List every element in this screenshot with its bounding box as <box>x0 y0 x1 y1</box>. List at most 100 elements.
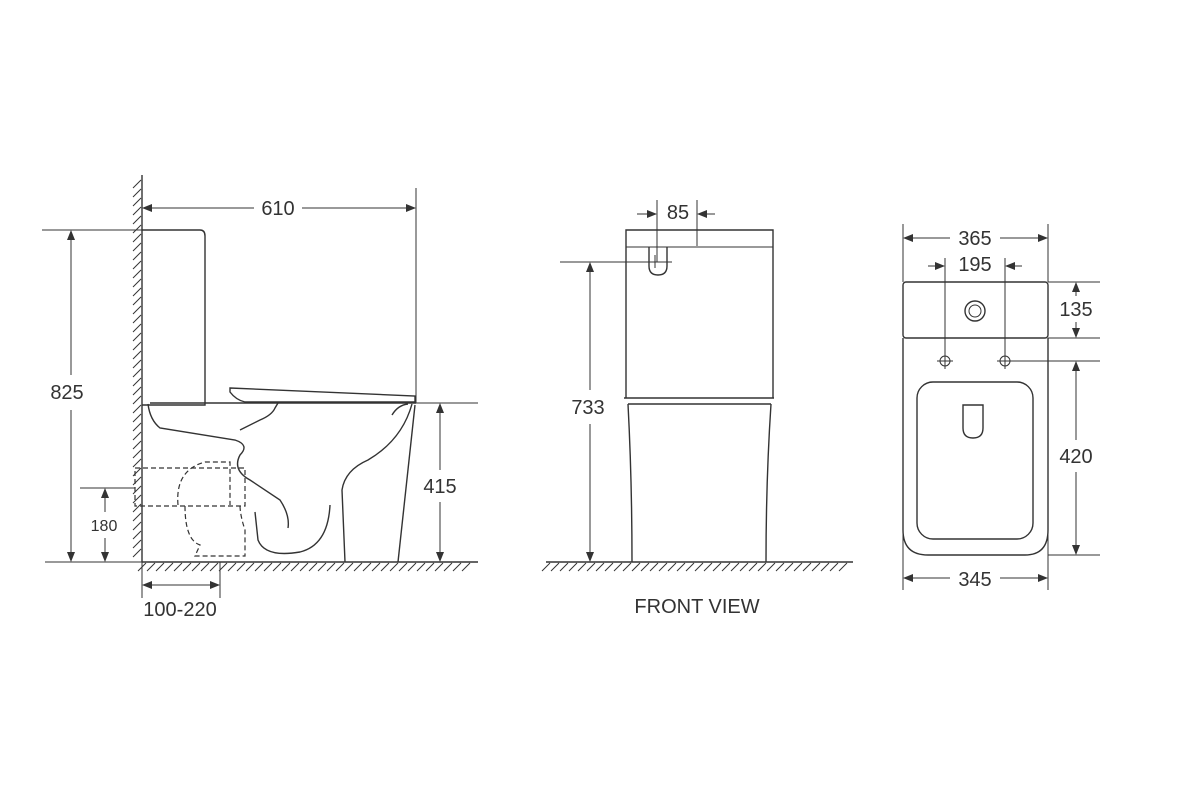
cistern-outline <box>142 229 206 406</box>
hatch-stroke <box>236 562 246 572</box>
dim-label-420: 420 <box>1059 446 1092 468</box>
hatch-stroke <box>132 422 142 432</box>
hatch-stroke <box>132 494 142 504</box>
front-floor-hatch <box>541 562 848 572</box>
hatch-stroke <box>371 562 381 572</box>
hatch-stroke <box>132 296 142 306</box>
dim-label-roughin: 100-220 <box>143 599 216 621</box>
hatch-stroke <box>739 562 749 572</box>
hatch-stroke <box>838 562 848 572</box>
hatch-stroke <box>132 503 142 513</box>
hatch-stroke <box>132 332 142 342</box>
hatch-stroke <box>676 562 686 572</box>
hatch-stroke <box>703 562 713 572</box>
hatch-stroke <box>155 562 165 572</box>
hatch-stroke <box>132 251 142 261</box>
hatch-stroke <box>132 404 142 414</box>
hatch-stroke <box>577 562 587 572</box>
dim-label-135: 135 <box>1059 299 1092 321</box>
front-cistern-outline <box>625 229 774 398</box>
hatch-stroke <box>132 467 142 477</box>
hatch-stroke <box>353 562 363 572</box>
hatch-stroke <box>443 562 453 572</box>
seat-lid <box>229 387 416 403</box>
hatch-stroke <box>658 562 668 572</box>
top-view: 365 195 135 420 345 <box>902 224 1100 591</box>
hatch-stroke <box>132 440 142 450</box>
hatch-stroke <box>550 562 560 572</box>
hatch-stroke <box>132 395 142 405</box>
bowl-trap <box>254 504 331 555</box>
hatch-stroke <box>132 179 142 189</box>
dim-label-345: 345 <box>958 569 991 591</box>
hatch-stroke <box>132 278 142 288</box>
s-trap-dashed <box>177 461 231 506</box>
hatch-stroke <box>820 562 830 572</box>
dim-label-733: 733 <box>571 397 604 419</box>
dim-label-415: 415 <box>423 476 456 498</box>
hatch-stroke <box>775 562 785 572</box>
dim-label-365: 365 <box>958 228 991 250</box>
hatch-stroke <box>132 215 142 225</box>
hatch-stroke <box>132 530 142 540</box>
hatch-stroke <box>272 562 282 572</box>
front-view-caption: FRONT VIEW <box>634 596 759 618</box>
drain-hole-icon <box>962 404 984 439</box>
hatch-stroke <box>132 413 142 423</box>
hatch-stroke <box>132 341 142 351</box>
hatch-stroke <box>132 350 142 360</box>
hatch-stroke <box>416 562 426 572</box>
dim-label-180: 180 <box>91 518 118 535</box>
hatch-stroke <box>132 323 142 333</box>
top-bowl-inner <box>916 381 1034 540</box>
hatch-stroke <box>631 562 641 572</box>
hatch-stroke <box>757 562 767 572</box>
hatch-stroke <box>389 562 399 572</box>
hatch-stroke <box>721 562 731 572</box>
hatch-stroke <box>281 562 291 572</box>
hatch-stroke <box>811 562 821 572</box>
trapway-outline <box>147 403 290 529</box>
side-view: 610 825 415 180 100-220 <box>42 175 478 621</box>
hatch-stroke <box>132 521 142 531</box>
hatch-stroke <box>164 562 174 572</box>
hatch-stroke <box>263 562 273 572</box>
hatch-stroke <box>227 562 237 572</box>
hatch-stroke <box>344 562 354 572</box>
hatch-stroke <box>640 562 650 572</box>
fixing-hole-left-icon <box>937 353 953 369</box>
flush-inlet <box>239 402 279 431</box>
flush-button-top-icon <box>964 300 986 322</box>
hatch-stroke <box>132 476 142 486</box>
rim-lip <box>391 403 409 416</box>
hatch-stroke <box>326 562 336 572</box>
hatch-stroke <box>209 562 219 572</box>
hatch-stroke <box>694 562 704 572</box>
hatch-stroke <box>132 539 142 549</box>
hatch-stroke <box>541 562 551 572</box>
hatch-stroke <box>586 562 596 572</box>
hatch-stroke <box>132 359 142 369</box>
hatch-stroke <box>299 562 309 572</box>
hatch-stroke <box>132 512 142 522</box>
hatch-stroke <box>452 562 462 572</box>
hatch-stroke <box>132 314 142 324</box>
hatch-stroke <box>613 562 623 572</box>
hatch-stroke <box>730 562 740 572</box>
hatch-stroke <box>132 269 142 279</box>
hatch-stroke <box>132 449 142 459</box>
hatch-stroke <box>649 562 659 572</box>
front-bowl-right <box>765 403 772 563</box>
hatch-stroke <box>317 562 327 572</box>
dim-label-610: 610 <box>261 198 294 220</box>
hatch-stroke <box>793 562 803 572</box>
hatch-stroke <box>132 431 142 441</box>
hatch-stroke <box>290 562 300 572</box>
hatch-stroke <box>132 233 142 243</box>
hatch-stroke <box>595 562 605 572</box>
hatch-stroke <box>335 562 345 572</box>
hatch-stroke <box>667 562 677 572</box>
dim-label-85: 85 <box>667 202 689 224</box>
hatch-stroke <box>132 368 142 378</box>
